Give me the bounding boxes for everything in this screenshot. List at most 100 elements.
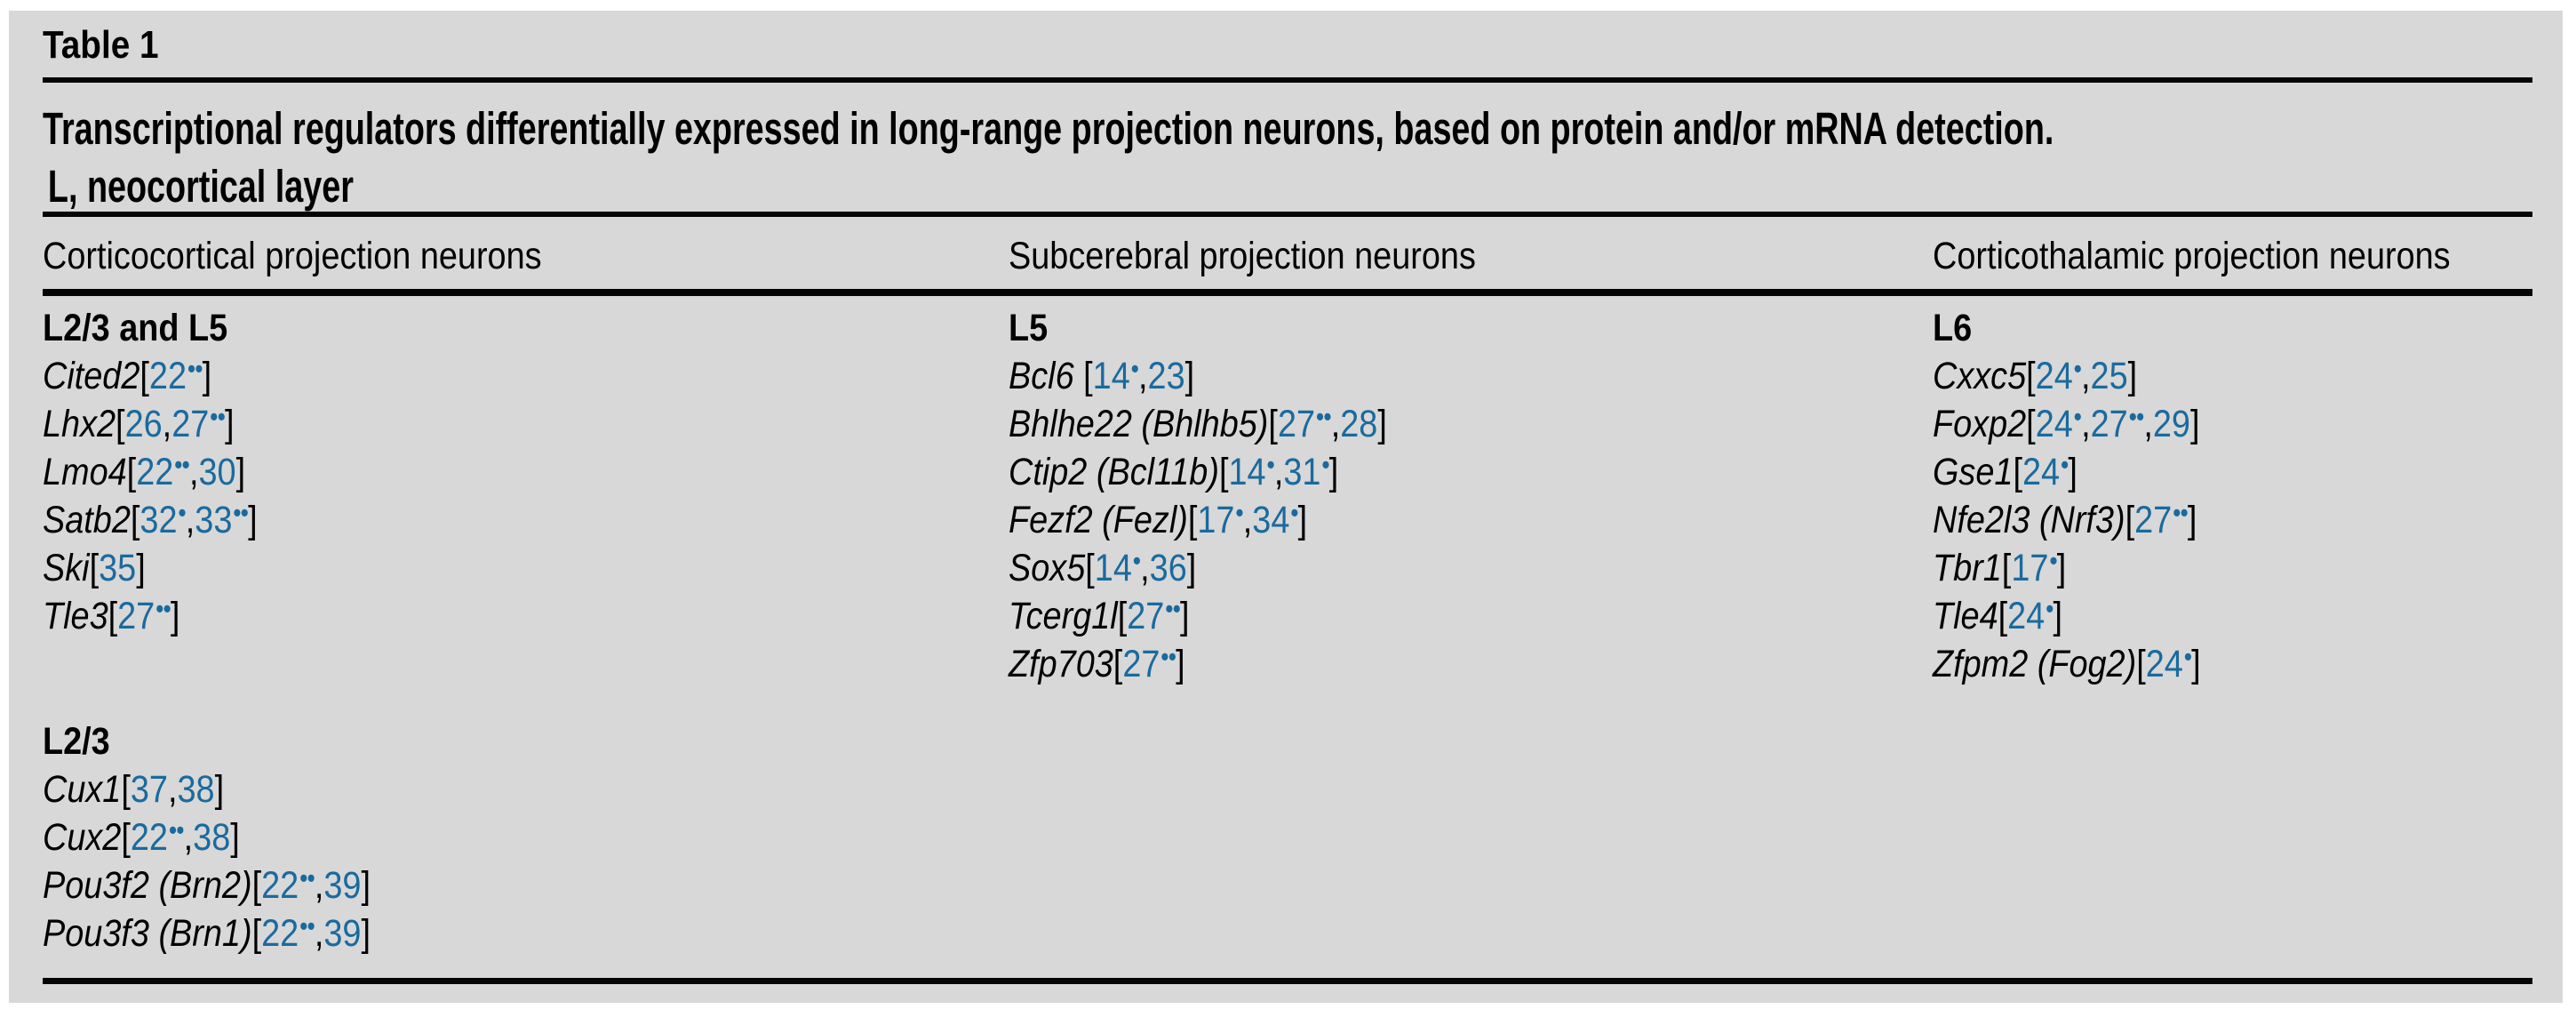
open-bracket: [ [1187, 499, 1198, 541]
close-bracket: ] [2191, 643, 2201, 685]
open-bracket: [ [2013, 451, 2022, 493]
table-caption: Transcriptional regulators differentiall… [43, 100, 2054, 215]
citation-ref[interactable]: 39 [323, 912, 362, 955]
citation-ref[interactable]: 27•• [171, 402, 226, 445]
annotation-dots: • [1235, 498, 1243, 528]
gene-name: Pou3f3 (Brn1) [43, 912, 252, 955]
citation-ref[interactable]: 27•• [1122, 642, 1176, 685]
gene-entry: Tle3[27••] [43, 592, 893, 640]
annotation-dots: •• [210, 402, 226, 432]
citation-ref[interactable]: 39 [323, 864, 362, 907]
gene-name: Zfp703 [1009, 643, 1113, 685]
citation-ref[interactable]: 28 [1340, 403, 1378, 445]
open-bracket: [ [1083, 355, 1093, 397]
column-header-subcerebral: Subcerebral projection neurons [1009, 235, 1476, 277]
citation-ref[interactable]: 24• [2022, 450, 2069, 493]
gene-name: Lhx2 [43, 403, 116, 445]
citation-ref[interactable]: 27•• [1277, 402, 1332, 445]
table-panel: Table 1 Transcriptional regulators diffe… [9, 11, 2563, 1003]
open-bracket: [ [251, 912, 262, 955]
citation-ref[interactable]: 34• [1252, 498, 1298, 541]
citation-ref[interactable]: 24• [2145, 642, 2192, 685]
annotation-dots: • [2046, 594, 2054, 624]
gene-entry: Gse1[24•] [1933, 448, 2460, 496]
citation-ref[interactable]: 38 [177, 768, 215, 811]
gene-entry: Bhlhe22 (Bhlhb5)[27••,28] [1009, 400, 1822, 448]
citation-ref[interactable]: 22•• [130, 815, 185, 859]
gene-entry: Pou3f2 (Brn2)[22••,39] [43, 861, 893, 909]
open-bracket: [ [1998, 595, 2008, 637]
gene-name: Fezf2 (Fezl) [1009, 499, 1188, 541]
citation-ref[interactable]: 32• [140, 498, 186, 541]
citation-ref[interactable]: 27•• [1127, 594, 1181, 637]
open-bracket: [ [140, 355, 149, 397]
annotation-dots: •• [233, 498, 249, 528]
citation-ref[interactable]: 25 [2090, 355, 2128, 397]
close-bracket: ] [1377, 403, 1387, 445]
gene-entry: Cited2[22••] [43, 352, 893, 400]
annotation-dots: • [1290, 498, 1298, 528]
caption-line-1: Transcriptional regulators differentiall… [43, 103, 2054, 154]
citation-ref[interactable]: 24• [2035, 354, 2082, 397]
citation-ref[interactable]: 29 [2152, 403, 2190, 445]
open-bracket: [ [1085, 547, 1095, 589]
citation-ref[interactable]: 35 [99, 547, 137, 589]
ref-separator: , [162, 403, 172, 445]
open-bracket: [ [2125, 499, 2135, 541]
citation-ref[interactable]: 14• [1228, 450, 1274, 493]
citation-ref[interactable]: 38 [193, 816, 231, 859]
horizontal-rule-top [43, 77, 2532, 83]
annotation-dots: •• [187, 354, 203, 384]
annotation-dots: •• [299, 911, 315, 941]
citation-ref[interactable]: 14• [1092, 354, 1139, 397]
citation-ref[interactable]: 27•• [117, 594, 171, 637]
citation-ref[interactable]: 37 [130, 768, 168, 811]
gene-name: Ski [43, 547, 90, 589]
annotation-dots: • [1130, 354, 1139, 384]
gene-entry: Lhx2[26,27••] [43, 400, 893, 448]
layer-heading: L6 [1933, 307, 1973, 349]
citation-ref[interactable]: 30 [198, 451, 236, 493]
citation-ref[interactable]: 33•• [195, 498, 249, 541]
citation-ref[interactable]: 27•• [2090, 402, 2145, 445]
citation-ref[interactable]: 22•• [261, 911, 315, 955]
citation-ref[interactable]: 23 [1147, 355, 1185, 397]
open-bracket: [ [2136, 643, 2146, 685]
close-bracket: ] [230, 816, 240, 859]
gene-entry: Foxp2[24•,27••,29] [1933, 400, 2460, 448]
citation-ref[interactable]: 36 [1149, 547, 1187, 589]
close-bracket: ] [1186, 547, 1197, 589]
citation-ref[interactable]: 31• [1283, 450, 1329, 493]
citation-ref[interactable]: 24• [2035, 402, 2082, 445]
close-bracket: ] [2189, 403, 2200, 445]
close-bracket: ] [248, 499, 258, 541]
open-bracket: [ [108, 595, 118, 637]
annotation-dots: • [2073, 354, 2082, 384]
citation-ref[interactable]: 22•• [136, 450, 190, 493]
open-bracket: [ [89, 547, 100, 589]
annotation-dots: •• [1315, 402, 1332, 432]
close-bracket: ] [1179, 595, 1190, 637]
close-bracket: ] [1297, 499, 1308, 541]
citation-ref[interactable]: 14• [1094, 546, 1141, 589]
gene-name: Ctip2 (Bcl11b) [1009, 451, 1219, 493]
annotation-dots: •• [156, 594, 171, 624]
gene-entry: Tcerg1l[27••] [1009, 592, 1822, 640]
close-bracket: ] [2068, 451, 2078, 493]
gene-name: Zfpm2 (Fog2) [1933, 643, 2137, 685]
citation-ref[interactable]: 27•• [2134, 498, 2189, 541]
open-bracket: [ [1218, 451, 1229, 493]
citation-ref[interactable]: 17• [2011, 546, 2057, 589]
citation-ref[interactable]: 17• [1197, 498, 1243, 541]
gene-name: Tcerg1l [1009, 595, 1118, 637]
citation-ref[interactable]: 22•• [148, 354, 203, 397]
citation-ref[interactable]: 22•• [261, 863, 315, 907]
citation-ref[interactable]: 24• [2007, 594, 2054, 637]
citation-ref[interactable]: 26 [124, 403, 163, 445]
gene-entry: Ctip2 (Bcl11b)[14•,31•] [1009, 448, 1822, 496]
open-bracket: [ [251, 864, 262, 907]
annotation-dots: •• [2173, 498, 2189, 528]
